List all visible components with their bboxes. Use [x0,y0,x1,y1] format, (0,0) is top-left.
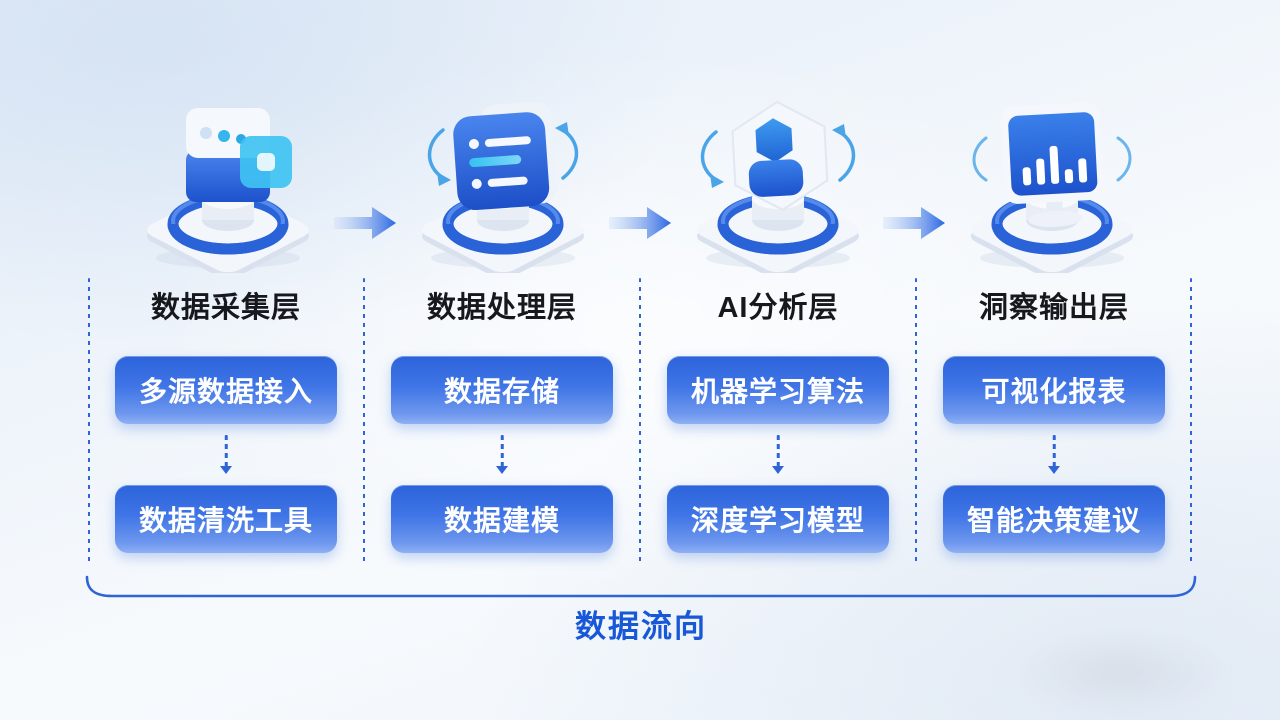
stage-item-pill: 机器学习算法 [667,356,889,424]
flow-direction-label: 数据流向 [575,609,707,644]
column-divider [88,278,90,564]
stage-title: 数据处理层 [426,292,577,324]
ai-analysis-3d-icon [678,88,878,273]
stage-item-pill: 智能决策建议 [943,485,1165,553]
stage-item-pill: 数据清洗工具 [115,485,337,553]
data-processing-3d-icon [403,88,603,273]
column-divider [363,278,365,564]
data-collection-3d-icon [128,88,328,273]
flow-bracket [84,574,1198,604]
down-arrow-icon [496,435,508,477]
flow-arrow-icon [334,203,398,243]
column-divider [1190,278,1192,564]
down-arrow-icon [1048,435,1060,477]
stage-column-data-collection: 数据采集层 多源数据接入 数据清洗工具 [88,276,364,568]
watermark-blur [1015,632,1225,712]
down-arrow-icon [220,435,232,477]
down-arrow-icon [772,435,784,477]
stage-title: 洞察输出层 [978,292,1129,324]
stage-item-pill: 深度学习模型 [667,485,889,553]
stage-grid: 数据采集层 多源数据接入 数据清洗工具 数据处理层 数据存储 数据建模 AI分析… [88,276,1192,568]
flow-arrow-icon [883,203,947,243]
flow-arrow-icon [609,203,673,243]
column-divider [639,278,641,564]
stage-column-insight-output: 洞察输出层 可视化报表 智能决策建议 [916,276,1192,568]
insight-output-3d-icon [952,88,1152,273]
stage-item-pill: 数据建模 [391,485,613,553]
stage-title: 数据采集层 [150,292,301,324]
stage-column-ai-analysis: AI分析层 机器学习算法 深度学习模型 [640,276,916,568]
stage-item-pill: 多源数据接入 [115,356,337,424]
stage-column-data-processing: 数据处理层 数据存储 数据建模 [364,276,640,568]
stage-item-pill: 可视化报表 [943,356,1165,424]
stage-item-pill: 数据存储 [391,356,613,424]
stage-title: AI分析层 [717,292,839,324]
column-divider [915,278,917,564]
